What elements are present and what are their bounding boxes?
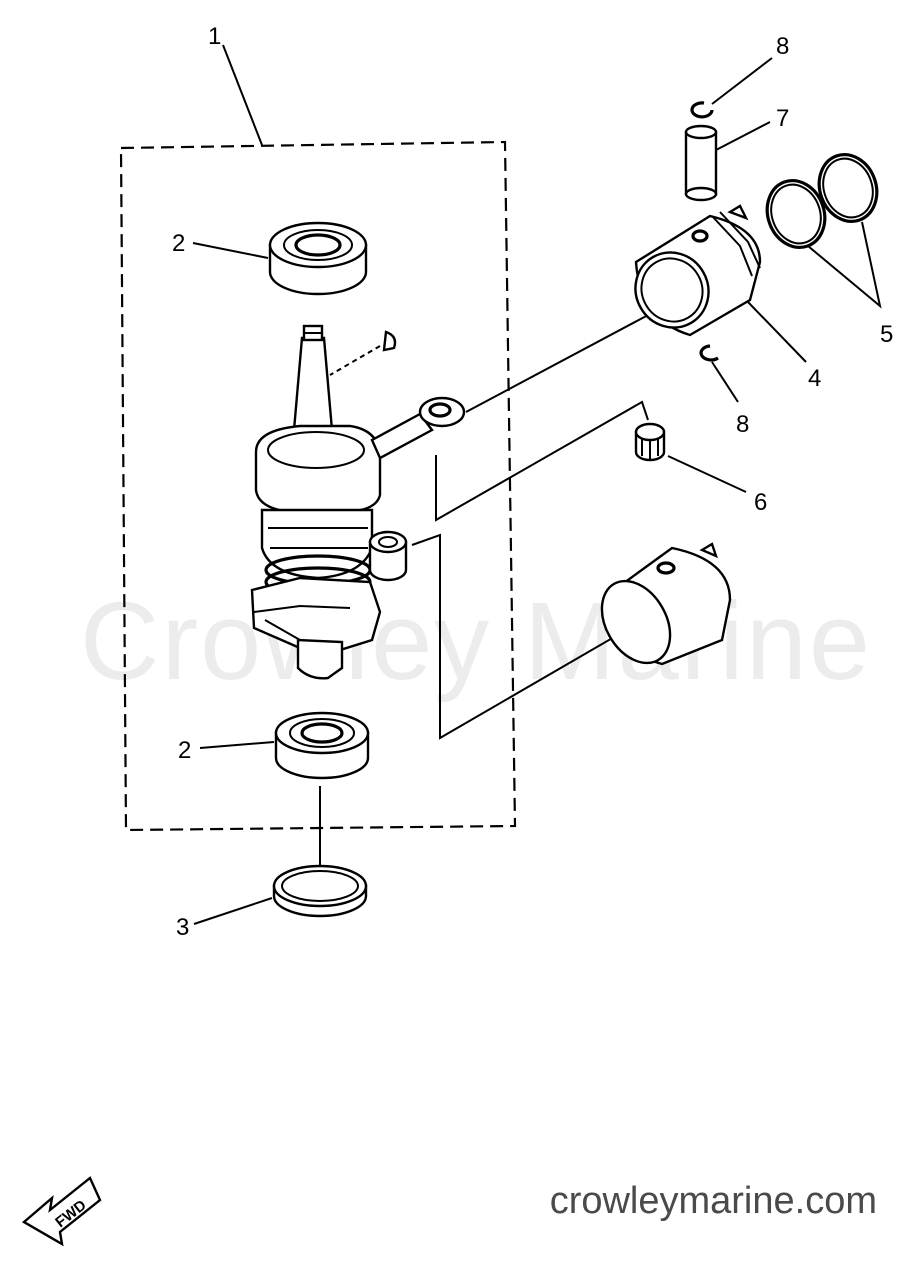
needle-bearing[interactable]: [634, 422, 666, 462]
leader-needle-bearing: [667, 455, 747, 493]
leader-bearing-upper: [192, 242, 269, 259]
callout-clip-lower: 8: [736, 411, 749, 438]
piston-alt-view[interactable]: [588, 542, 732, 675]
connector-bushing-to-piston: [411, 533, 641, 740]
callout-bearing-lower: 2: [178, 737, 191, 764]
leader-piston-rings: [807, 221, 882, 309]
clip-upper[interactable]: [690, 101, 714, 119]
callout-clip-upper: 8: [776, 33, 789, 60]
watermark: Crowley Marine: [80, 580, 873, 703]
leader-piston-pin: [715, 121, 771, 151]
piston-pin[interactable]: [684, 124, 718, 202]
leader-oil-seal: [193, 897, 273, 925]
callout-needle-bearing: 6: [754, 489, 767, 516]
leader-clip-lower: [711, 361, 739, 403]
small-end-bushing[interactable]: [368, 530, 408, 582]
clip-lower[interactable]: [699, 344, 719, 362]
fwd-arrow-icon: FWD: [21, 1176, 102, 1247]
leader-bearing-lower: [199, 741, 275, 749]
leader-key: [329, 345, 381, 376]
assembly-boundary: [119, 140, 517, 832]
crankshaft[interactable]: [250, 324, 382, 680]
callout-bearing-upper: 2: [172, 230, 185, 257]
piston-rings[interactable]: [758, 146, 886, 255]
leader-piston: [747, 301, 807, 363]
callout-assembly: 1: [208, 23, 221, 50]
oil-seal[interactable]: [272, 864, 368, 918]
footer-url[interactable]: crowleymarine.com: [549, 1180, 877, 1222]
connector-rod-to-piston: [465, 297, 681, 413]
woodruff-key[interactable]: [382, 330, 397, 352]
piston[interactable]: [622, 204, 762, 341]
callout-piston-ring: 5: [880, 321, 893, 348]
leader-assembly: [222, 44, 263, 146]
lower-bearing[interactable]: [274, 711, 370, 780]
leader-clip-upper: [711, 57, 773, 105]
connector-rod-to-bearing: [435, 400, 649, 522]
callout-oil-seal: 3: [176, 914, 189, 941]
connecting-rod[interactable]: [370, 396, 466, 460]
callout-piston: 4: [808, 365, 821, 392]
callout-piston-pin: 7: [776, 105, 789, 132]
upper-bearing[interactable]: [268, 221, 368, 296]
